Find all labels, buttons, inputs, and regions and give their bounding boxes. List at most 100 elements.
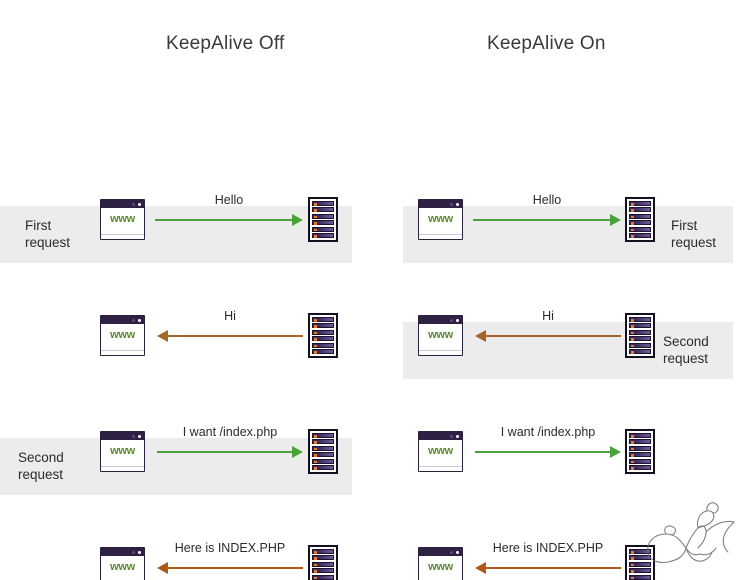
server-unit xyxy=(312,317,334,322)
server-unit xyxy=(629,458,651,464)
arrow-head xyxy=(610,446,621,458)
server-unit xyxy=(629,329,651,335)
browser-titlebar-dot xyxy=(456,434,459,438)
message-label: Hi xyxy=(224,309,236,323)
arrow-shaft xyxy=(166,567,303,570)
server-unit xyxy=(629,220,651,226)
browser-window-icon: www xyxy=(418,315,463,356)
message-arrow-left xyxy=(157,558,303,578)
watermark-stroke xyxy=(647,533,701,556)
server-unit xyxy=(629,574,651,580)
server-rack-icon xyxy=(308,197,338,242)
browser-titlebar-dot xyxy=(138,434,141,438)
server-unit xyxy=(629,201,651,206)
browser-titlebar-dot xyxy=(138,318,141,322)
server-unit xyxy=(629,439,651,445)
browser-titlebar-dot-secondary xyxy=(450,318,453,322)
browser-titlebar-dot-secondary xyxy=(132,434,135,438)
arrow-head xyxy=(292,446,303,458)
server-unit xyxy=(312,201,334,206)
request-label-line: Second xyxy=(18,450,64,465)
browser-statusbar xyxy=(419,350,462,351)
arrow-head xyxy=(475,330,486,342)
arrow-head xyxy=(292,214,303,226)
message-label: Hello xyxy=(532,193,562,207)
server-unit xyxy=(312,555,334,561)
request-label-line: request xyxy=(671,235,717,250)
browser-titlebar-dot-secondary xyxy=(450,434,453,438)
browser-www-label: www xyxy=(428,445,453,457)
browser-www-label: www xyxy=(110,445,135,457)
panel-title-keepalive-off: KeepAlive Off xyxy=(166,33,285,54)
browser-titlebar-dot-secondary xyxy=(450,550,453,554)
message-label: Here is INDEX.PHP xyxy=(174,541,286,555)
browser-window-icon: www xyxy=(100,547,145,580)
browser-window-icon: www xyxy=(100,431,145,472)
browser-www-label: www xyxy=(110,329,135,341)
message-arrow-right xyxy=(155,210,303,230)
server-unit xyxy=(629,433,651,438)
server-unit xyxy=(629,323,651,329)
server-unit xyxy=(312,452,334,458)
browser-titlebar xyxy=(101,200,144,208)
message-label: Hi xyxy=(542,309,554,323)
message-arrow-left xyxy=(157,326,303,346)
request-label-line: request xyxy=(18,467,64,482)
message-arrow-left xyxy=(475,326,621,346)
browser-titlebar xyxy=(419,432,462,440)
browser-titlebar-dot-secondary xyxy=(450,202,453,206)
server-unit xyxy=(312,329,334,335)
watermark-stroke xyxy=(647,547,687,564)
message-arrow-right xyxy=(157,442,303,462)
arrow-head xyxy=(157,562,168,574)
arrow-head xyxy=(475,562,486,574)
server-unit xyxy=(312,348,334,354)
browser-window-icon: www xyxy=(418,199,463,240)
browser-www-label: www xyxy=(110,213,135,225)
message-label: Here is INDEX.PHP xyxy=(492,541,604,555)
browser-statusbar xyxy=(419,234,462,235)
watermark-stroke xyxy=(685,547,713,562)
calligraphy-watermark xyxy=(647,502,736,564)
server-unit xyxy=(629,342,651,348)
server-unit xyxy=(629,348,651,354)
browser-statusbar xyxy=(419,466,462,467)
browser-titlebar-dot-secondary xyxy=(132,550,135,554)
server-unit xyxy=(312,226,334,232)
server-unit xyxy=(629,549,651,554)
browser-window-icon: www xyxy=(100,199,145,240)
server-unit xyxy=(629,232,651,238)
browser-titlebar xyxy=(419,548,462,556)
server-rack-icon xyxy=(308,313,338,358)
server-unit xyxy=(312,207,334,213)
arrow-head xyxy=(157,330,168,342)
browser-statusbar xyxy=(101,466,144,467)
server-rack-icon xyxy=(625,545,655,580)
server-unit xyxy=(312,220,334,226)
server-unit xyxy=(312,549,334,554)
request-label-line: request xyxy=(663,351,709,366)
server-unit xyxy=(629,336,651,342)
message-arrow-right xyxy=(473,210,621,230)
arrow-shaft xyxy=(166,335,303,338)
arrow-shaft xyxy=(484,335,621,338)
server-unit xyxy=(629,207,651,213)
server-unit xyxy=(629,568,651,574)
exchange-row: www Hello xyxy=(0,97,750,242)
server-rack-icon xyxy=(308,429,338,474)
server-unit xyxy=(312,561,334,567)
browser-titlebar-dot xyxy=(138,550,141,554)
browser-titlebar xyxy=(101,316,144,324)
server-unit xyxy=(629,464,651,470)
arrow-shaft xyxy=(473,219,612,222)
arrow-shaft xyxy=(475,451,612,454)
